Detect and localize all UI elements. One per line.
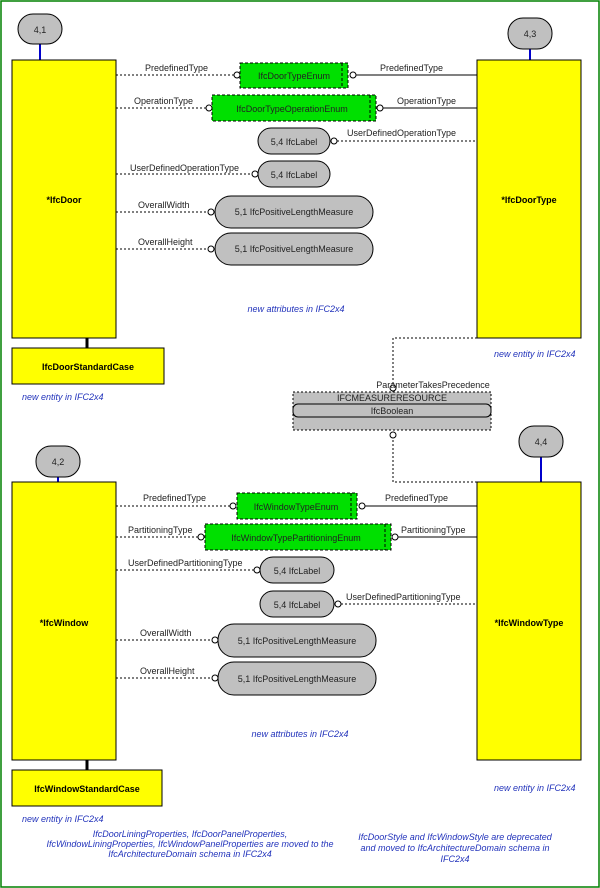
door-operation-left-end [205, 104, 213, 112]
door-operation-right-label: OperationType [397, 96, 456, 106]
ifcwindow-label: *IfcWindow [40, 618, 89, 628]
door-udo-right-label: UserDefinedOperationType [347, 128, 456, 138]
window-predefined-right-end [358, 502, 366, 510]
window-udp-left-end [253, 566, 261, 574]
ifcdoortypeenum-label: IfcDoorTypeEnum [258, 71, 330, 81]
ifcwindowtypepartitioningenum-label: IfcWindowTypePartitioningEnum [231, 533, 361, 543]
window-udp-right-end [334, 600, 342, 608]
ifcwindowtypepartitioningenum-box[interactable] [204, 523, 392, 551]
ifcwindowtypeenum-label: IfcWindowTypeEnum [254, 502, 339, 512]
window-attrs-note: new attributes in IFC2x4 [251, 729, 348, 739]
door-predefined-right-end [349, 71, 357, 79]
door-type-parameter-end [389, 384, 397, 392]
ifcwindowtype-label: *IfcWindowType [495, 618, 564, 628]
ifcboolean-box[interactable] [292, 403, 492, 418]
ifcdoortype-entity[interactable] [476, 59, 582, 339]
door-width-end [207, 208, 215, 216]
window-udp-right-label: UserDefinedPartitioningType [346, 592, 461, 602]
window-predefined-left-end [229, 502, 237, 510]
ifcwindowstandardcase-label: IfcWindowStandardCase [34, 784, 139, 794]
window-type-chip-label: 4,4 [535, 437, 548, 447]
door-chip[interactable] [17, 13, 63, 45]
window-height-label: OverallHeight [140, 666, 195, 676]
window-partitioning-left-end [197, 533, 205, 541]
ifcdoorstandardcase-label: IfcDoorStandardCase [42, 362, 134, 372]
ifcdoortypeenum-box[interactable] [239, 62, 349, 89]
window-type-parameter-end [389, 431, 397, 439]
window-width-measure-box[interactable] [217, 623, 377, 658]
window-chip-label: 4,2 [52, 457, 65, 467]
window-type-ifclabel-label: 5,4 IfcLabel [274, 600, 321, 610]
window-type-chip[interactable] [518, 425, 564, 458]
door-operation-right-end [376, 104, 384, 112]
door-predefined-left-label: PredefinedType [145, 63, 208, 73]
window-predefined-right-label: PredefinedType [385, 493, 448, 503]
ifcboolean-label: IfcBoolean [371, 406, 414, 416]
window-type-note: new entity in IFC2x4 [494, 783, 576, 793]
window-predefined-left-label: PredefinedType [143, 493, 206, 503]
parameter-takes-precedence-label: ParameterTakesPrecedence [376, 380, 490, 390]
door-height-end [207, 245, 215, 253]
ifcwindowstandardcase-entity[interactable] [11, 769, 163, 807]
window-height-measure-label: 5,1 IfcPositiveLengthMeasure [238, 674, 357, 684]
window-ifclabel-box[interactable] [259, 556, 335, 584]
window-width-label: OverallWidth [140, 628, 192, 638]
moved-props-note-line-1: IfcDoorLiningProperties, IfcDoorPanelPro… [93, 829, 288, 839]
window-chip[interactable] [35, 445, 81, 478]
window-partitioning-right-end [391, 533, 399, 541]
door-chip-label: 4,1 [34, 25, 47, 35]
window-udp-left-label: UserDefinedPartitioningType [128, 558, 243, 568]
door-type-chip[interactable] [507, 17, 553, 50]
window-type-parameter-link [392, 436, 477, 483]
ifcdoortype-label: *IfcDoorType [501, 195, 556, 205]
window-height-measure-box[interactable] [217, 661, 377, 696]
door-height-label: OverallHeight [138, 237, 193, 247]
ifcdoortypeoperationenum-label: IfcDoorTypeOperationEnum [236, 104, 348, 114]
ifcdoortypeoperationenum-box[interactable] [211, 94, 377, 122]
window-standard-note: new entity in IFC2x4 [22, 814, 104, 824]
ifcwindow-entity[interactable] [11, 481, 117, 761]
door-height-measure-box[interactable] [214, 232, 374, 266]
window-type-ifclabel-box[interactable] [259, 590, 335, 618]
door-attrs-note: new attributes in IFC2x4 [247, 304, 344, 314]
door-ifclabel-box[interactable] [257, 160, 331, 188]
deprecated-note-line-1: IfcDoorStyle and IfcWindowStyle are depr… [358, 832, 553, 842]
ifcwindowtype-entity[interactable] [476, 481, 582, 761]
moved-props-note-line-2: IfcWindowLiningProperties, IfcWindowPane… [47, 839, 334, 849]
door-type-note: new entity in IFC2x4 [494, 349, 576, 359]
door-udo-right-end [330, 137, 338, 145]
ifcwindowtypeenum-box[interactable] [236, 492, 358, 520]
door-height-measure-label: 5,1 IfcPositiveLengthMeasure [235, 244, 354, 254]
door-width-measure-box[interactable] [214, 195, 374, 229]
door-type-ifclabel-label: 5,4 IfcLabel [271, 137, 318, 147]
deprecated-note-line-2: and moved to IfcArchitectureDomain schem… [360, 843, 549, 853]
measure-resource-title: IFCMEASURERESOURCE [337, 393, 447, 403]
door-type-ifclabel-box[interactable] [257, 127, 331, 155]
window-width-measure-label: 5,1 IfcPositiveLengthMeasure [238, 636, 357, 646]
door-udo-left-label: UserDefinedOperationType [130, 163, 239, 173]
ifcdoorstandardcase-entity[interactable] [11, 347, 165, 385]
door-udo-left-end [251, 170, 259, 178]
door-ifclabel-label: 5,4 IfcLabel [271, 170, 318, 180]
door-type-chip-label: 4,3 [524, 29, 537, 39]
ifcdoor-label: *IfcDoor [46, 195, 82, 205]
window-ifclabel-label: 5,4 IfcLabel [274, 566, 321, 576]
door-width-measure-label: 5,1 IfcPositiveLengthMeasure [235, 207, 354, 217]
moved-props-note-line-3: IfcArchitectureDomain schema in IFC2x4 [108, 849, 272, 859]
window-partitioning-right-label: PartitioningType [401, 525, 466, 535]
window-partitioning-left-label: PartitioningType [128, 525, 193, 535]
door-operation-left-label: OperationType [134, 96, 193, 106]
window-width-end [211, 636, 219, 644]
deprecated-note-line-3: IFC2x4 [440, 854, 469, 864]
door-width-label: OverallWidth [138, 200, 190, 210]
door-type-parameter-link [392, 337, 477, 392]
ifcdoor-entity[interactable] [11, 59, 117, 339]
door-predefined-right-label: PredefinedType [380, 63, 443, 73]
door-standard-note: new entity in IFC2x4 [22, 392, 104, 402]
door-predefined-left-end [233, 71, 241, 79]
window-height-end [211, 674, 219, 682]
